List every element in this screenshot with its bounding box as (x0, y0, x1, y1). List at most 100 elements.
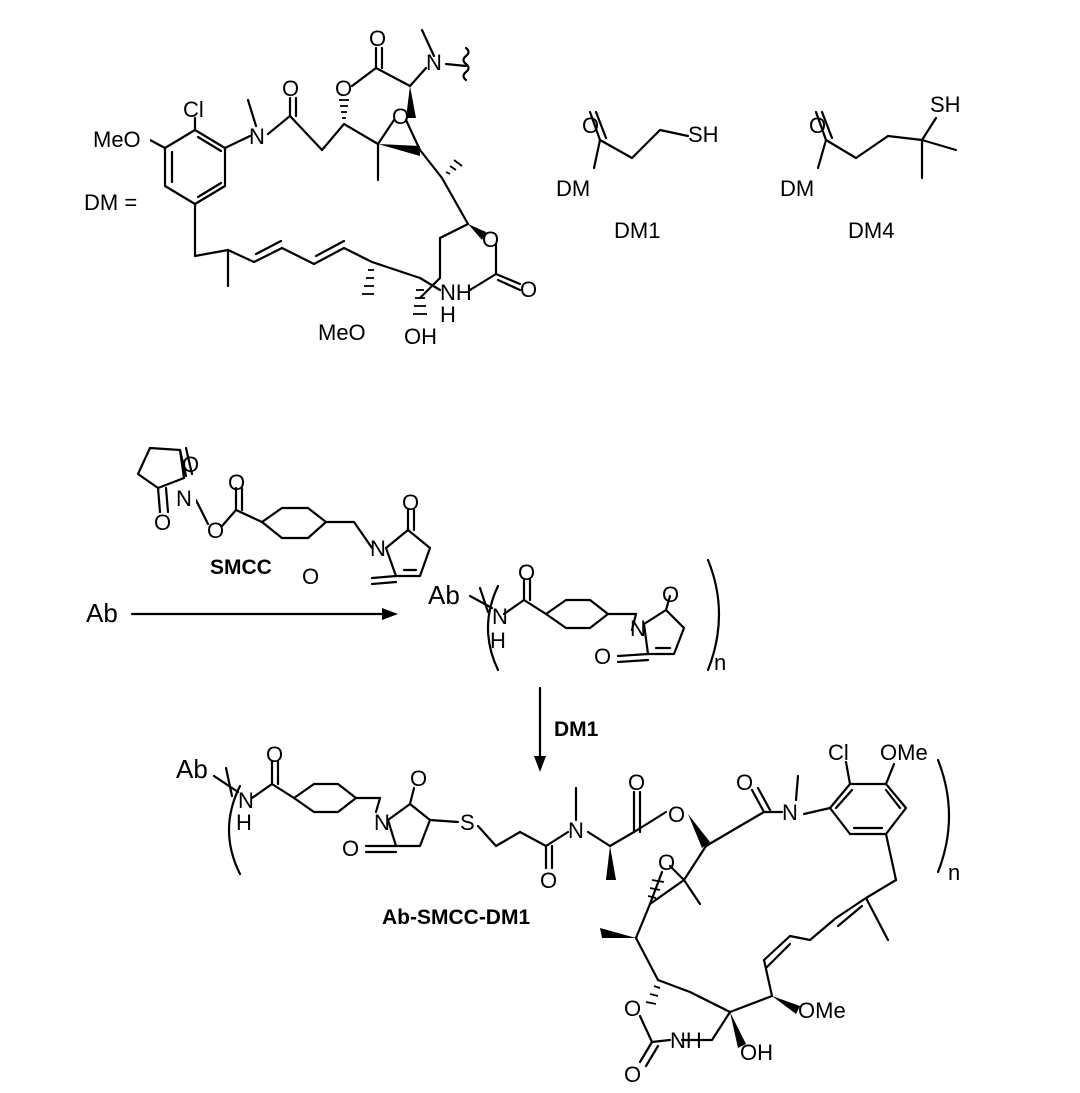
adc-chain-cmeo (762, 958, 774, 998)
int-ab-label: Ab (428, 580, 460, 610)
int-subscript-n: n (714, 650, 726, 675)
dm-carbamate-left (418, 222, 470, 300)
dm-o-carbamate-label: O (520, 277, 537, 302)
dm-ch2-1 (288, 114, 324, 152)
int-ab-wavy (478, 586, 490, 614)
dm-benzyl-ch2 (193, 248, 230, 258)
dm4-sh-bond (920, 116, 938, 142)
smcc-n-mal-label: N (370, 536, 386, 561)
int-maleimide-ring (642, 608, 686, 656)
dm4-sh-label: SH (930, 92, 961, 117)
dm-prefix-label: DM = (84, 190, 137, 215)
dm-n-methyl-label: N (426, 50, 442, 75)
dm-n-r (444, 62, 468, 68)
adc-epox-o-b (648, 870, 664, 906)
int-ch2-2 (630, 612, 638, 632)
adc-ch2-b (738, 810, 766, 828)
dm-ring-o-wedge (468, 224, 486, 240)
adc-ab-label: Ab (176, 754, 208, 784)
adc-methyl-wedge (600, 928, 636, 938)
adc-c-o (632, 810, 668, 834)
adc-name-label: Ab-SMCC-DM1 (382, 906, 530, 929)
adc-ome-wedge (772, 996, 800, 1014)
int-paren-left (486, 584, 500, 672)
int-mal-co-top (664, 594, 672, 612)
dm-ester-calpha (374, 66, 412, 88)
adc-o-succ-top-label: O (410, 766, 427, 791)
adc-carb-co-a (638, 1040, 654, 1064)
smcc-o-bottom-label: O (154, 510, 171, 535)
adc-ome-top-label: OMe (880, 740, 928, 765)
adc-h-label: H (236, 810, 252, 835)
adc-epox-up (682, 844, 708, 882)
adc-c-ring (270, 782, 296, 800)
dm-diene-3 (226, 248, 256, 264)
dm1-co-2 (594, 110, 608, 140)
dm-ch2-2 (320, 122, 346, 152)
adc-aryl-d3 (884, 788, 902, 810)
dm-carbamate-co-1 (494, 272, 522, 286)
adc-n-label: N (238, 788, 254, 813)
adc-calpha-c (608, 830, 636, 848)
dm-epox-wedge (378, 144, 420, 156)
adc-epox-c (648, 878, 686, 906)
dm-aryl-n-bond (223, 134, 252, 150)
adc-ester-wedge (688, 814, 710, 848)
dm-o-carbamate-ring-label: O (482, 227, 499, 252)
adc-paren-left (227, 784, 242, 876)
int-mal-co-bot-a (616, 652, 650, 658)
dm-diene (252, 246, 374, 266)
smcc-succ-co-top-b (184, 446, 194, 476)
smcc-succ-co-bot-b (164, 486, 170, 514)
dm-epox-c2 (418, 148, 444, 180)
dm1-co-1 (588, 110, 602, 142)
dm4-dm-c (816, 138, 828, 170)
adc-o-carbamate-label: O (624, 1062, 641, 1087)
adc-carbamate-n (680, 1010, 732, 1042)
smcc-name-label: SMCC (210, 556, 272, 579)
int-o-amide-label: O (518, 560, 535, 585)
dm1-name-label: DM1 (614, 218, 660, 243)
smcc-o-ester-label: O (228, 470, 245, 495)
adc-o-succ-bottom-label: O (342, 836, 359, 861)
dm1-ch2-2 (630, 128, 662, 160)
dm-carbamate-nc (418, 276, 442, 292)
dm-o-epoxide-label: O (392, 104, 409, 129)
adc-n-succ-label: N (374, 810, 390, 835)
dm1-ch2-1 (598, 138, 634, 160)
dm4-name-label: DM4 (848, 218, 894, 243)
adc-n-calpha (586, 830, 612, 848)
adc-ab-bond (212, 774, 240, 794)
dm-epox-o-2 (404, 118, 422, 152)
dm-calpha-n (408, 66, 428, 88)
dm-aryl-double-2 (196, 181, 223, 199)
dm-aryl-ring (163, 128, 227, 206)
dm-aryl-double-3 (196, 135, 223, 153)
int-n-mal-label: N (630, 616, 646, 641)
adc-o-carbamate-ring-label: O (624, 996, 641, 1021)
dm-wavy-attachment (462, 46, 470, 82)
adc-o-ester-label: O (668, 802, 685, 827)
adc-o-ester-carbonyl-label: O (628, 770, 645, 795)
adc-cq-ch2 (688, 990, 732, 1014)
step2-arrow-head (534, 756, 546, 772)
adc-subscript-n: n (948, 860, 960, 885)
dm1-fragment: O DM SH DM1 (556, 110, 719, 243)
adc-diene-chain (762, 896, 868, 962)
dm-n-methyl (246, 98, 258, 128)
adc-o-dm-amide-label: O (540, 868, 557, 893)
smcc-mal-co-bot-b (370, 580, 398, 586)
adc-amide2-co-a (750, 788, 766, 814)
adc-ab-wavy (224, 766, 234, 798)
dm-n-amide-label: N (249, 124, 265, 149)
dm-n-co-bond (266, 114, 292, 136)
smcc-succinimide-ring (136, 446, 186, 490)
smcc-succ-co-bot-a (156, 486, 162, 514)
dm-carbamate-co-2 (496, 278, 522, 292)
dm4-o-label: O (809, 113, 826, 138)
smcc-o-top-label: O (182, 452, 199, 477)
adc-nh-c (250, 782, 274, 800)
step2-reagent-label: DM1 (554, 718, 599, 741)
adc-aryl-ring (828, 782, 908, 836)
